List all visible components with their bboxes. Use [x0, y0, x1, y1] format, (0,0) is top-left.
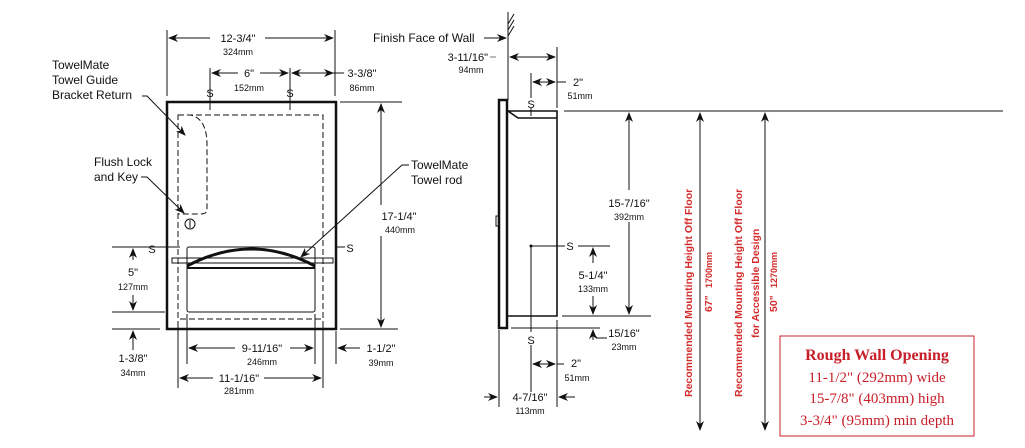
bottom-offset-mm: 34mm [120, 368, 145, 378]
dispenser-outline [165, 100, 338, 331]
side-offset-mm: 39mm [368, 358, 393, 368]
rod-callout: TowelMate Towel rod [411, 158, 472, 187]
overall-depth-mm: 113mm [515, 406, 544, 416]
mounting-standard-label: Recommended Mounting Height Off Floor [683, 189, 695, 397]
mounting-accessible-value: 50" [768, 295, 780, 312]
opening-width-mm: 246mm [247, 357, 277, 367]
side-offset-in: 1-1/2" [367, 343, 396, 355]
screw-spacing-in: 6" [244, 68, 254, 80]
rough-opening-title: Rough Wall Opening [805, 347, 949, 364]
flange [497, 98, 509, 330]
mounting-heights: Recommended Mounting Height Off Floor 67… [683, 112, 780, 431]
width-mm: 324mm [223, 47, 253, 57]
screw-offset-mm: 86mm [349, 83, 374, 93]
screw-mark: S [527, 99, 534, 111]
width-in: 12-3/4" [220, 33, 255, 45]
guide-bracket [178, 114, 208, 215]
towel-rod [171, 257, 334, 264]
body-height-in: 15-7/16" [608, 198, 649, 210]
overall-height-in: 17-1/4" [381, 211, 416, 223]
towel-arc [186, 247, 316, 268]
front-view: 12-3/4" 324mm 6" 152mm 3-3/8" 86mm S S T… [52, 30, 472, 396]
top-screw-in: 2" [573, 77, 583, 89]
bottom-screw-mm: 51mm [564, 373, 589, 383]
lock-callout: Flush Lock and Key [94, 155, 155, 184]
screw-mark: S [206, 88, 213, 100]
screw-mark: S [286, 88, 293, 100]
opening-width-in: 9-11/16" [242, 343, 282, 355]
rough-wall-opening-box: Rough Wall Opening 11-1/2" (292mm) wide … [779, 335, 975, 437]
screw-mark: S [148, 244, 155, 256]
mounting-accessible-mm: 1270mm [769, 252, 779, 288]
inner-width-mm: 281mm [224, 386, 254, 396]
flange-offset-in: 15/16" [608, 328, 640, 340]
rough-opening-depth: 3-3/4" (95mm) min depth [800, 413, 955, 429]
mounting-standard-value: 67" [703, 295, 715, 312]
wall-depth-mm: 94mm [458, 65, 483, 75]
body [507, 110, 558, 317]
screw-mark: S [346, 243, 353, 255]
screw-mark: S [527, 335, 534, 347]
rough-opening-height: 15-7/8" (403mm) high [809, 391, 945, 407]
lock-icon [184, 218, 196, 230]
top-screw-mm: 51mm [567, 91, 592, 101]
cabinet-outline [177, 114, 324, 320]
opening-height-mm: 127mm [118, 282, 148, 292]
screw-height-mm: 133mm [578, 284, 608, 294]
mounting-accessible-label: Recommended Mounting Height Off Floor [733, 189, 745, 397]
wall-depth-in: 3-11/16" [448, 52, 488, 64]
guide-bracket-callout: TowelMate Towel Guide Bracket Return [52, 58, 132, 102]
side-view: Finish Face of Wall 3-11/16" 94mm 2" 51m… [373, 12, 1003, 416]
bottom-offset-in: 1-3/8" [119, 353, 148, 365]
overall-height-mm: 440mm [385, 225, 415, 235]
body-height-mm: 392mm [614, 212, 644, 222]
mounting-standard-mm: 1700mm [704, 252, 714, 288]
screw-spacing-mm: 152mm [234, 83, 264, 93]
flange-offset-mm: 23mm [611, 342, 636, 352]
opening-height-in: 5" [128, 267, 138, 279]
screw-offset-in: 3-3/8" [348, 68, 377, 80]
rough-opening-width: 11-1/2" (292mm) wide [808, 370, 946, 386]
wall-label: Finish Face of Wall [373, 31, 475, 45]
screw-height-in: 5-1/4" [579, 270, 608, 282]
overall-depth-in: 4-7/16" [512, 392, 547, 404]
dispensing-opening [186, 246, 316, 313]
mounting-accessible-label2: for Accessible Design [750, 229, 762, 338]
screw-mark: S [566, 241, 573, 253]
inner-width-in: 11-1/16" [219, 373, 259, 385]
bottom-screw-in: 2" [571, 358, 581, 370]
